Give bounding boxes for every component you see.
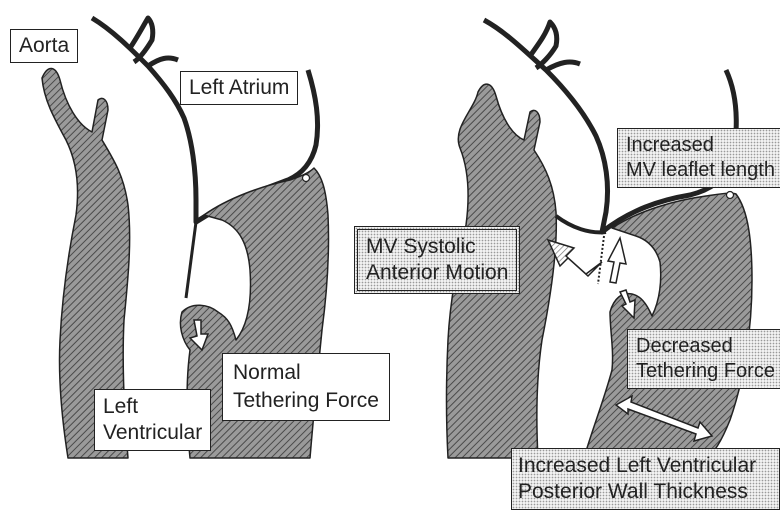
label-left-ventricular: Left Ventricular [94, 389, 211, 451]
label-left-atrium: Left Atrium [180, 71, 298, 105]
label-left-ventricular-line1: Left [103, 394, 202, 420]
right-annulus-ring [727, 192, 734, 199]
right-atrium-lower-wall [556, 216, 606, 232]
left-atrium-branch-1 [130, 18, 153, 62]
label-normal-tethering: Normal Tethering Force [222, 353, 390, 421]
label-increased-leaflet: Increased MV leaflet length [617, 128, 780, 188]
label-increased-wall-line1: Increased Left Ventricular [518, 453, 773, 479]
right-atrium-branch-2 [546, 62, 580, 70]
left-mitral-leaflet [186, 222, 196, 298]
sam-arrow [548, 240, 602, 276]
label-normal-tethering-line2: Tethering Force [233, 387, 379, 415]
label-increased-leaflet-line2: MV leaflet length [626, 158, 775, 183]
label-left-ventricular-line2: Ventricular [103, 420, 202, 446]
label-normal-tethering-line1: Normal [233, 359, 379, 387]
right-mitral-leaflet [598, 236, 604, 284]
label-increased-wall: Increased Left Ventricular Posterior Wal… [511, 448, 780, 510]
left-annulus-ring [303, 175, 310, 182]
label-mv-sam-line1: MV Systolic [366, 234, 508, 260]
label-increased-wall-line2: Posterior Wall Thickness [518, 479, 773, 505]
label-aorta-text: Aorta [19, 34, 69, 58]
label-decreased-tethering-line2: Tethering Force [636, 359, 775, 384]
label-mv-sam: MV Systolic Anterior Motion [354, 226, 520, 294]
left-atrium-branch-2 [148, 58, 178, 66]
label-mv-sam-line2: Anterior Motion [366, 260, 508, 286]
label-decreased-tethering-line1: Decreased [636, 334, 775, 359]
label-aorta: Aorta [10, 29, 78, 63]
leaflet-length-arrow [608, 238, 626, 283]
label-decreased-tethering: Decreased Tethering Force [627, 329, 780, 389]
label-increased-leaflet-line1: Increased [626, 133, 775, 158]
label-left-atrium-text: Left Atrium [189, 76, 289, 100]
